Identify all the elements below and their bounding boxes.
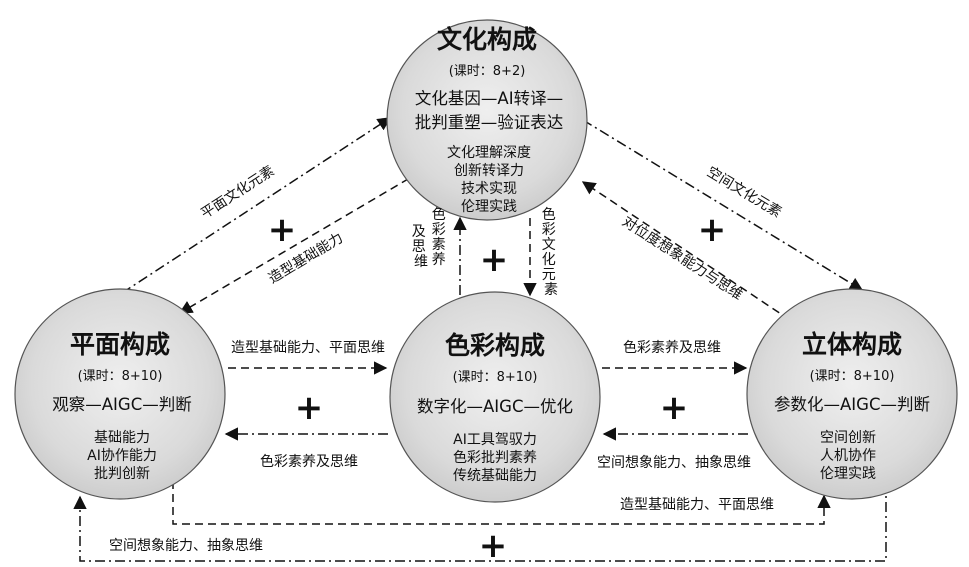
node-color-hours: (课时：8+10): [453, 370, 538, 385]
plus-culture-solid: +: [698, 210, 727, 250]
node-plane-ability-1: 基础能力: [94, 429, 150, 446]
node-culture-ability-4: 伦理实践: [461, 199, 517, 215]
label-plane-to-solid: 造型基础能力、平面思维: [620, 496, 774, 513]
label-solid-to-plane: 空间想象能力、抽象思维: [109, 538, 263, 554]
plus-plane-culture: +: [268, 210, 297, 250]
node-solid: 立体构成 (课时：8+10) 参数化—AIGC—判断 空间创新 人机协作 伦理实…: [746, 288, 958, 500]
arrow-plane-to-solid: [172, 468, 831, 525]
arrow-solid-to-plane: [73, 482, 887, 562]
node-solid-hours: (课时：8+10): [810, 369, 895, 384]
node-plane-process: 观察—AIGC—判断: [52, 395, 191, 414]
node-color-process: 数字化—AIGC—优化: [417, 397, 573, 416]
node-plane-title: 平面构成: [70, 330, 170, 359]
node-solid-title: 立体构成: [802, 330, 902, 359]
label-culture-to-color: 色 彩 文 化 元 素: [542, 206, 560, 298]
arrow-solid-to-culture: [581, 181, 791, 321]
plus-plane-solid: +: [479, 526, 508, 566]
node-culture: 文化构成 (课时：8+2) 文化基因—AI转译— 批判重塑—验证表达 文化理解深…: [386, 19, 588, 221]
node-culture-circle: [386, 19, 588, 221]
node-culture-process-1: 文化基因—AI转译—: [415, 89, 563, 108]
node-solid-ability-3: 伦理实践: [820, 466, 876, 482]
arrow-culture-to-solid: [582, 119, 864, 291]
plus-color-solid: +: [660, 388, 689, 428]
node-culture-title: 文化构成: [437, 25, 537, 54]
node-color-ability-3: 传统基础能力: [453, 467, 537, 484]
node-solid-circle: [746, 288, 958, 500]
plus-culture-color: +: [480, 240, 509, 280]
node-culture-hours: (课时：8+2): [449, 64, 526, 79]
node-color-circle: [389, 291, 601, 503]
plus-plane-color: +: [295, 388, 324, 428]
node-solid-ability-2: 人机协作: [820, 448, 876, 464]
arrow-culture-to-plane: [178, 171, 421, 314]
label-color-to-solid: 色彩素养及思维: [623, 339, 721, 356]
node-plane-circle: [14, 288, 226, 500]
plus-signs: + + + + + +: [268, 210, 727, 566]
node-culture-ability-3: 技术实现: [461, 181, 517, 197]
node-plane-ability-2: AI协作能力: [87, 448, 157, 464]
arrow-plane-to-culture: [121, 117, 392, 294]
label-solid-to-color: 空间想象能力、抽象思维: [597, 455, 751, 471]
label-plane-to-culture: 平面文化元素: [198, 163, 277, 222]
node-color-ability-1: AI工具驾驭力: [453, 432, 537, 448]
label-solid-to-culture: 对位度想象能力与思维: [619, 214, 745, 304]
label-color-to-culture: 色 彩 素 养 及 思 维: [412, 206, 450, 270]
node-plane: 平面构成 (课时：8+10) 观察—AIGC—判断 基础能力 AI协作能力 批判…: [14, 288, 226, 500]
node-plane-ability-3: 批判创新: [94, 466, 150, 482]
node-plane-hours: (课时：8+10): [78, 369, 163, 384]
node-culture-ability-2: 创新转译力: [454, 163, 524, 179]
node-solid-ability-1: 空间创新: [820, 430, 876, 446]
node-color-title: 色彩构成: [445, 331, 545, 360]
node-culture-ability-1: 文化理解深度: [447, 145, 531, 161]
node-color-ability-2: 色彩批判素养: [453, 449, 537, 466]
label-plane-to-color: 造型基础能力、平面思维: [231, 339, 385, 356]
connectors: [73, 117, 887, 562]
node-culture-process-2: 批判重塑—验证表达: [415, 113, 564, 132]
node-solid-process: 参数化—AIGC—判断: [774, 395, 930, 414]
label-color-to-plane: 色彩素养及思维: [260, 453, 358, 470]
node-color: 色彩构成 (课时：8+10) 数字化—AIGC—优化 AI工具驾驭力 色彩批判素…: [389, 291, 601, 503]
